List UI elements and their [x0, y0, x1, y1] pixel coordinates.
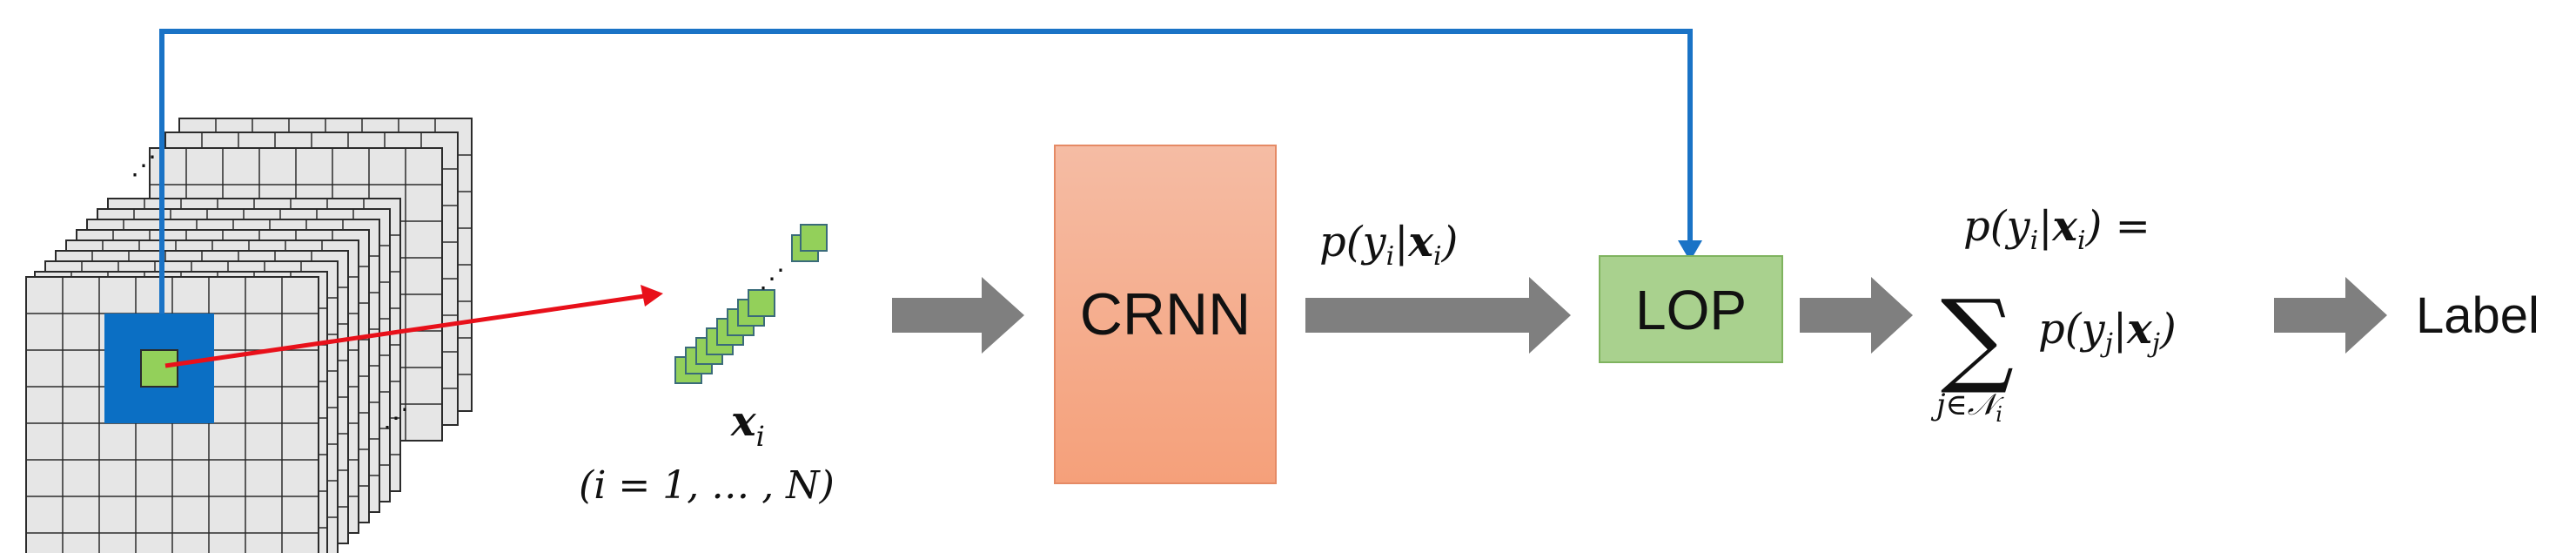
red-arrow-line [164, 293, 645, 368]
skip-connection-arrowhead [1678, 240, 1702, 261]
sum-symbol: ∑ [1941, 277, 2014, 397]
sum-index: j∈𝒩i [1930, 388, 2005, 427]
formula-rhs: p(yj|xj) [2038, 305, 2177, 359]
sample-variable-label: xi [730, 397, 765, 453]
sample-square [748, 289, 775, 317]
crnn-output-probability: p(yi|xi) [1319, 218, 1458, 272]
sample-index-range: (i = 1, … , N) [579, 463, 835, 508]
samples-ellipsis: ⋰ [759, 264, 785, 294]
red-arrow-head [641, 285, 663, 307]
arrow-lop-to-formula [1800, 277, 1913, 354]
skip-connection-line [159, 29, 1693, 314]
center-pixel [140, 349, 178, 388]
stack-ellipsis-bottom: ⋰ [383, 403, 409, 434]
output-label: Label [2416, 287, 2539, 344]
lop-block [1599, 255, 1783, 363]
arrow-formula-to-label [2274, 277, 2387, 354]
stack-ellipsis-top: ⋰ [131, 151, 157, 181]
crnn-label: CRNN [1080, 281, 1251, 347]
pixel-samples [674, 224, 828, 384]
arrow-crnn-to-lop [1305, 277, 1571, 354]
crnn-block [1054, 145, 1277, 484]
arrow-samples-to-crnn [892, 277, 1024, 354]
lop-label: LOP [1635, 279, 1747, 341]
sample-square [800, 224, 828, 252]
formula-lhs: p(yi|xi) = [1963, 202, 2150, 256]
hyperspectral-band-stack [25, 118, 473, 553]
